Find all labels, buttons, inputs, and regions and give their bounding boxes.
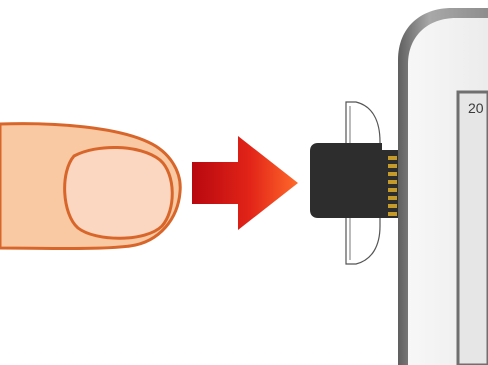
slot-bracket-top (346, 102, 380, 150)
ereader-device (398, 8, 488, 365)
finger-illustration (0, 124, 180, 249)
slot-bracket-bottom (346, 212, 380, 264)
card-body (310, 143, 400, 218)
fingernail-shape (65, 147, 173, 238)
microsd-card-icon (310, 143, 400, 218)
direction-arrow-icon (192, 136, 298, 230)
device-screen (458, 92, 488, 365)
arrow-shape (192, 136, 298, 230)
device-screen-text: 20 (468, 101, 484, 115)
